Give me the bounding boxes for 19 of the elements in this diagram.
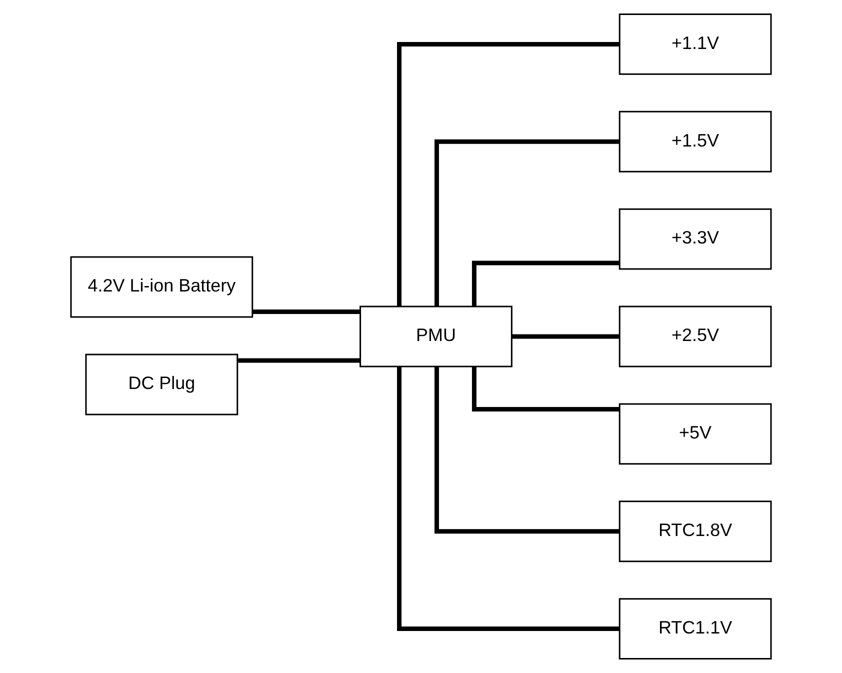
node-box: +5V [618, 403, 772, 465]
connector [397, 366, 620, 632]
node-box: +1.1V [618, 13, 772, 75]
connector [472, 260, 620, 306]
node-box: +1.5V [618, 110, 772, 172]
connector [252, 310, 360, 314]
node-box: RTC1.1V [618, 598, 772, 660]
connector [434, 366, 620, 534]
connector [238, 358, 360, 363]
node-box: 4.2V Li-ion Battery [70, 256, 254, 318]
node-box: +3.3V [618, 208, 772, 270]
node-box: RTC1.8V [618, 500, 772, 562]
node-box: +2.5V [618, 306, 772, 368]
connector [472, 366, 620, 412]
connector [434, 139, 620, 306]
connector [397, 42, 620, 306]
node-box: DC Plug [85, 354, 238, 416]
connector [512, 334, 620, 339]
node-box: PMU [360, 306, 512, 368]
